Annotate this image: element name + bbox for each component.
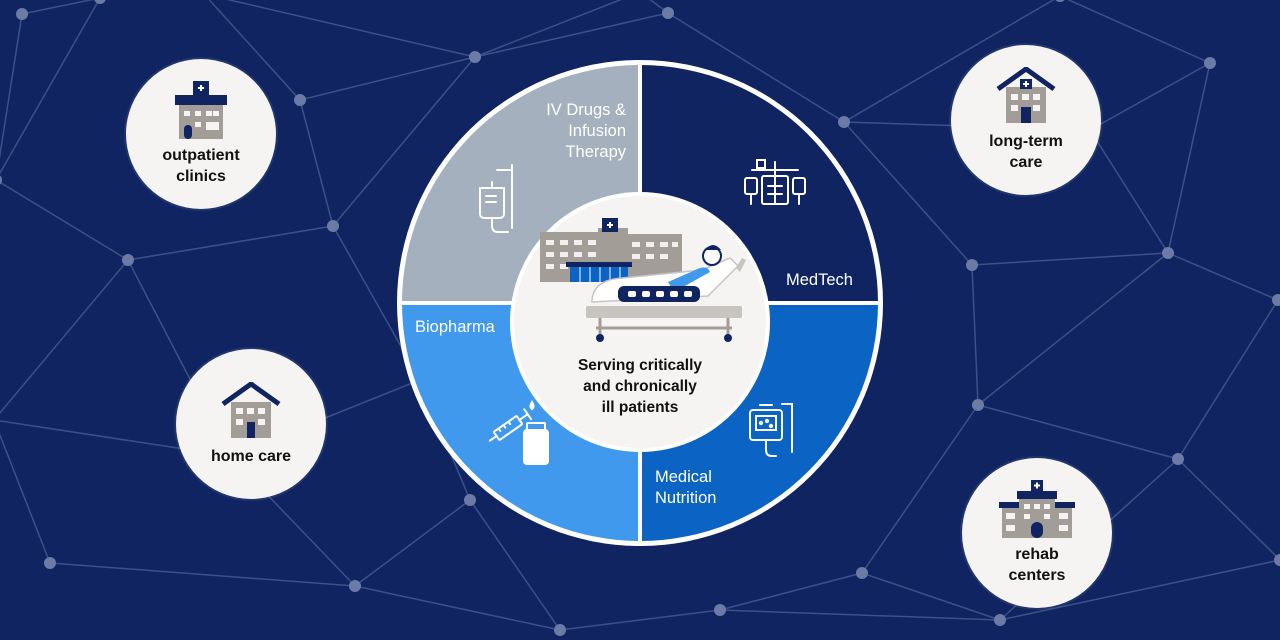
network-node xyxy=(327,220,339,232)
network-node xyxy=(469,51,481,63)
network-node xyxy=(1162,247,1174,259)
network-node xyxy=(1055,0,1065,2)
network-link xyxy=(667,12,845,123)
care-setting-label: outpatient clinics xyxy=(162,147,240,185)
network-link xyxy=(1167,62,1211,254)
network-node xyxy=(1272,294,1280,306)
nutrition-pump-icon xyxy=(749,403,793,457)
network-link xyxy=(719,609,1001,621)
care-setting-label: home care xyxy=(210,447,292,465)
network-node xyxy=(16,8,28,20)
network-link xyxy=(0,181,129,261)
network-node xyxy=(1204,57,1216,69)
care-setting-home-care: home care xyxy=(176,349,326,499)
network-link xyxy=(299,99,334,227)
network-node xyxy=(662,7,674,19)
network-node xyxy=(1274,554,1280,566)
network-node xyxy=(0,175,2,185)
clinic-building-icon xyxy=(175,81,227,139)
network-node xyxy=(856,567,868,579)
network-link xyxy=(843,121,973,266)
network-link xyxy=(0,259,129,415)
network-link xyxy=(999,559,1280,621)
network-link xyxy=(127,225,334,261)
network-link xyxy=(474,0,622,58)
network-link xyxy=(1067,0,1211,64)
syringe-vial-icon xyxy=(488,400,549,465)
network-link xyxy=(208,0,301,101)
network-link xyxy=(226,0,476,58)
network-link xyxy=(861,404,979,574)
network-link xyxy=(474,12,669,58)
network-link xyxy=(354,585,561,631)
segment-label-iv-drugs: IV Drugs & Infusion Therapy xyxy=(546,101,626,161)
care-setting-label: long-term care xyxy=(989,133,1063,171)
network-link xyxy=(1167,252,1279,301)
rehab-building-icon xyxy=(999,480,1075,538)
segment-label-medtech: MedTech xyxy=(786,271,853,289)
network-link xyxy=(559,609,721,631)
network-link xyxy=(977,252,1169,406)
segment-label-medical-nutrition: Medical Nutrition xyxy=(655,468,717,507)
network-link xyxy=(1177,458,1280,561)
network-link xyxy=(1089,129,1169,254)
network-node xyxy=(554,624,566,636)
network-node xyxy=(122,254,134,266)
network-link xyxy=(0,433,51,564)
network-node xyxy=(294,94,306,106)
network-link xyxy=(971,264,979,406)
network-node xyxy=(464,494,476,506)
network-link xyxy=(299,56,476,101)
network-link xyxy=(354,499,471,587)
network-node xyxy=(838,116,850,128)
network-node xyxy=(714,604,726,616)
network-link xyxy=(0,13,23,160)
network-node xyxy=(44,557,56,569)
network-link xyxy=(0,0,100,175)
network-link xyxy=(971,252,1169,266)
house-icon xyxy=(221,381,281,438)
network-link xyxy=(1177,299,1279,460)
network-link xyxy=(1089,62,1211,131)
center-caption: Serving critically and chronically ill p… xyxy=(577,357,703,416)
network-link xyxy=(469,499,561,631)
care-setting-label: rehab centers xyxy=(1008,546,1066,584)
network-node xyxy=(94,0,106,4)
network-link xyxy=(861,572,1001,621)
infusion-pump-icon xyxy=(744,159,806,205)
network-link xyxy=(332,56,476,227)
segment-label-biopharma: Biopharma xyxy=(415,318,495,336)
network-link xyxy=(719,572,863,611)
network-node xyxy=(972,399,984,411)
network-link xyxy=(21,0,94,15)
care-setting-rehab: rehab centers xyxy=(962,458,1112,608)
network-node xyxy=(994,614,1006,626)
network-node xyxy=(349,580,361,592)
iv-bag-icon xyxy=(479,164,513,233)
network-link xyxy=(977,404,1179,460)
network-node xyxy=(1172,453,1184,465)
care-setting-long-term: long-term care xyxy=(951,45,1101,195)
care-home-icon xyxy=(996,67,1056,123)
network-link xyxy=(49,562,356,587)
network-node xyxy=(966,259,978,271)
care-setting-outpatient: outpatient clinics xyxy=(126,59,276,209)
network-link xyxy=(843,0,1055,123)
hospital-bed-illustration xyxy=(540,218,746,342)
